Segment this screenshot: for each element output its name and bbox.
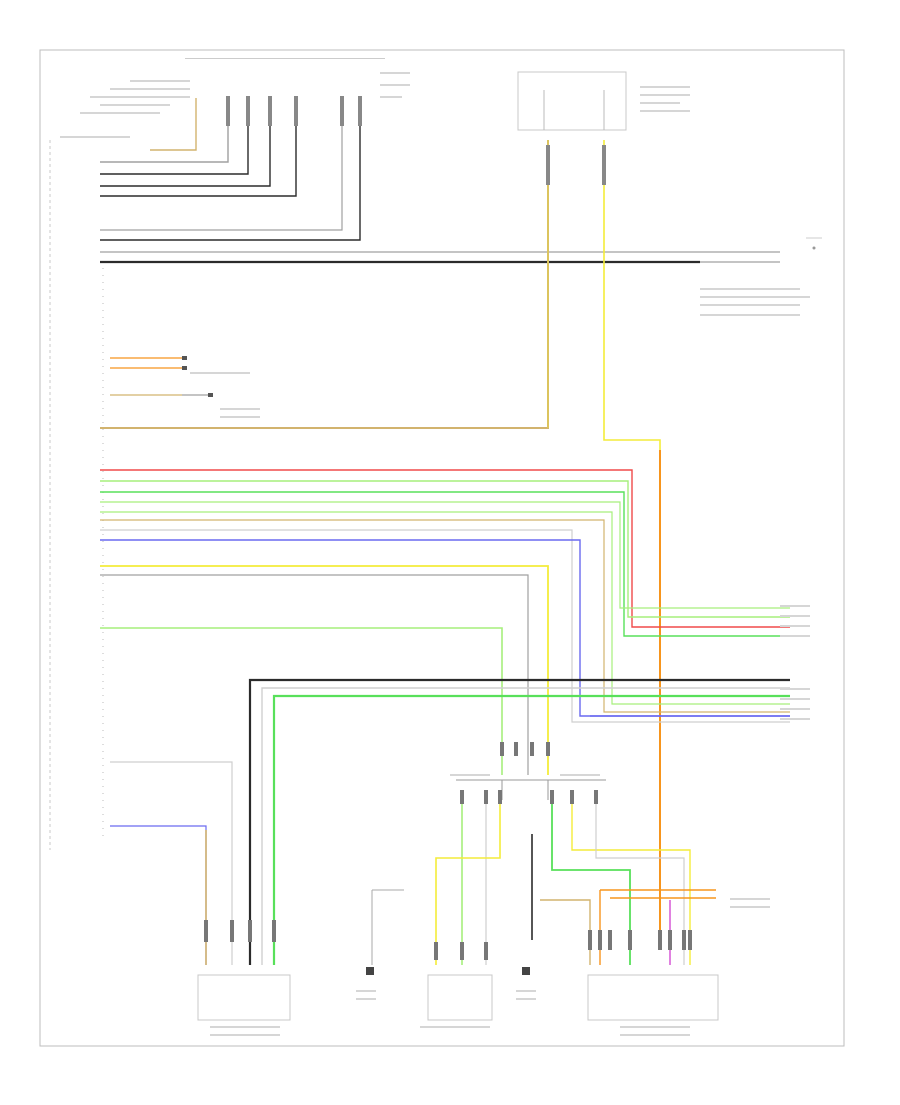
- pin-tick: [500, 742, 504, 756]
- left-lower-wires: [110, 761, 233, 965]
- pin-tick: [498, 790, 502, 804]
- pin-tick: [204, 920, 208, 942]
- label-mark: [780, 615, 810, 617]
- component-box-middle: [427, 974, 493, 1021]
- pin-tick: [434, 942, 438, 960]
- ground-point-1: [366, 967, 374, 975]
- bottom-components: [197, 967, 719, 1021]
- label-mark: [560, 774, 600, 776]
- pin-tick: [460, 790, 464, 804]
- label-mark: [640, 86, 690, 88]
- label-mark: [640, 110, 690, 112]
- label-mark: [380, 96, 402, 98]
- label-mark: [380, 72, 410, 74]
- label-mark: [620, 1026, 690, 1028]
- pin-tick: [484, 942, 488, 960]
- label-mark: [780, 605, 810, 607]
- pin-tick: [248, 920, 252, 942]
- color-bus: [100, 469, 790, 775]
- label-mark: [780, 708, 810, 710]
- label-mark: [640, 94, 690, 96]
- label-mark: [190, 372, 250, 374]
- pin-tick: [268, 96, 272, 126]
- pin-tick: [460, 942, 464, 960]
- pin-tick: [682, 930, 686, 950]
- splice-block: [371, 779, 716, 965]
- left-pin-markers: [110, 356, 213, 397]
- pin-tick: [688, 930, 692, 950]
- label-mark: [80, 112, 160, 114]
- label-mark: [780, 635, 810, 637]
- pin-tick: [294, 96, 298, 126]
- label-mark: [60, 136, 130, 138]
- pin-tick: [530, 742, 534, 756]
- pin-tick: [340, 96, 344, 126]
- label-mark: [210, 1034, 280, 1036]
- right-terminals: [806, 237, 822, 250]
- pin-tick: [668, 930, 672, 950]
- pin-tick: [598, 930, 602, 950]
- pin-tick: [628, 930, 632, 950]
- label-mark: [130, 80, 190, 82]
- pin-tick: [658, 930, 662, 950]
- label-mark: [620, 1034, 690, 1036]
- diagram-border: [39, 49, 845, 1047]
- label-mark: [220, 408, 260, 410]
- label-mark: [780, 718, 810, 720]
- label-mark: [780, 688, 810, 690]
- component-box-left: [197, 974, 291, 1021]
- label-mark: [210, 1026, 280, 1028]
- lower-bundle: [248, 678, 790, 965]
- label-mark: [356, 990, 376, 992]
- label-mark: [640, 102, 680, 104]
- label-mark: [730, 898, 770, 900]
- pin-tick: [546, 145, 550, 185]
- pin-tick: [550, 790, 554, 804]
- pin-tick: [588, 930, 592, 950]
- component-box-right: [587, 974, 719, 1021]
- pin-tick: [546, 742, 550, 756]
- label-mark: [516, 998, 536, 1000]
- label-mark: [700, 288, 800, 290]
- label-mark: [420, 1026, 490, 1028]
- pin-tick: [226, 96, 230, 126]
- pin-tick: [358, 96, 362, 126]
- pin-tick: [608, 930, 612, 950]
- label-mark: [700, 296, 810, 298]
- label-mark: [730, 906, 770, 908]
- ground-point-2: [522, 967, 530, 975]
- label-mark: [90, 96, 190, 98]
- pin-tick: [246, 96, 250, 126]
- label-mark: [380, 84, 410, 86]
- pin-tick: [602, 145, 606, 185]
- fuse-box: [517, 71, 627, 131]
- label-mark: [356, 998, 376, 1000]
- pin-tick: [514, 742, 518, 756]
- pin-tick: [570, 790, 574, 804]
- label-mark: [220, 416, 260, 418]
- label-mark: [450, 774, 490, 776]
- connector-pin-ticks: [204, 96, 692, 960]
- label-mark: [780, 625, 810, 627]
- pin-tick: [484, 790, 488, 804]
- trunk-lines: [100, 251, 780, 264]
- label-mark: [700, 314, 800, 316]
- pin-tick: [594, 790, 598, 804]
- label-mark: [516, 990, 536, 992]
- illegible-label-marks: [60, 72, 810, 1036]
- pin-tick: [272, 920, 276, 942]
- label-mark: [700, 304, 800, 306]
- label-mark: [780, 698, 810, 700]
- fuse-drops: [100, 140, 661, 935]
- label-mark: [110, 88, 190, 90]
- label-mark: [100, 104, 170, 106]
- top-connector-outline: [185, 58, 385, 59]
- pin-tick: [230, 920, 234, 942]
